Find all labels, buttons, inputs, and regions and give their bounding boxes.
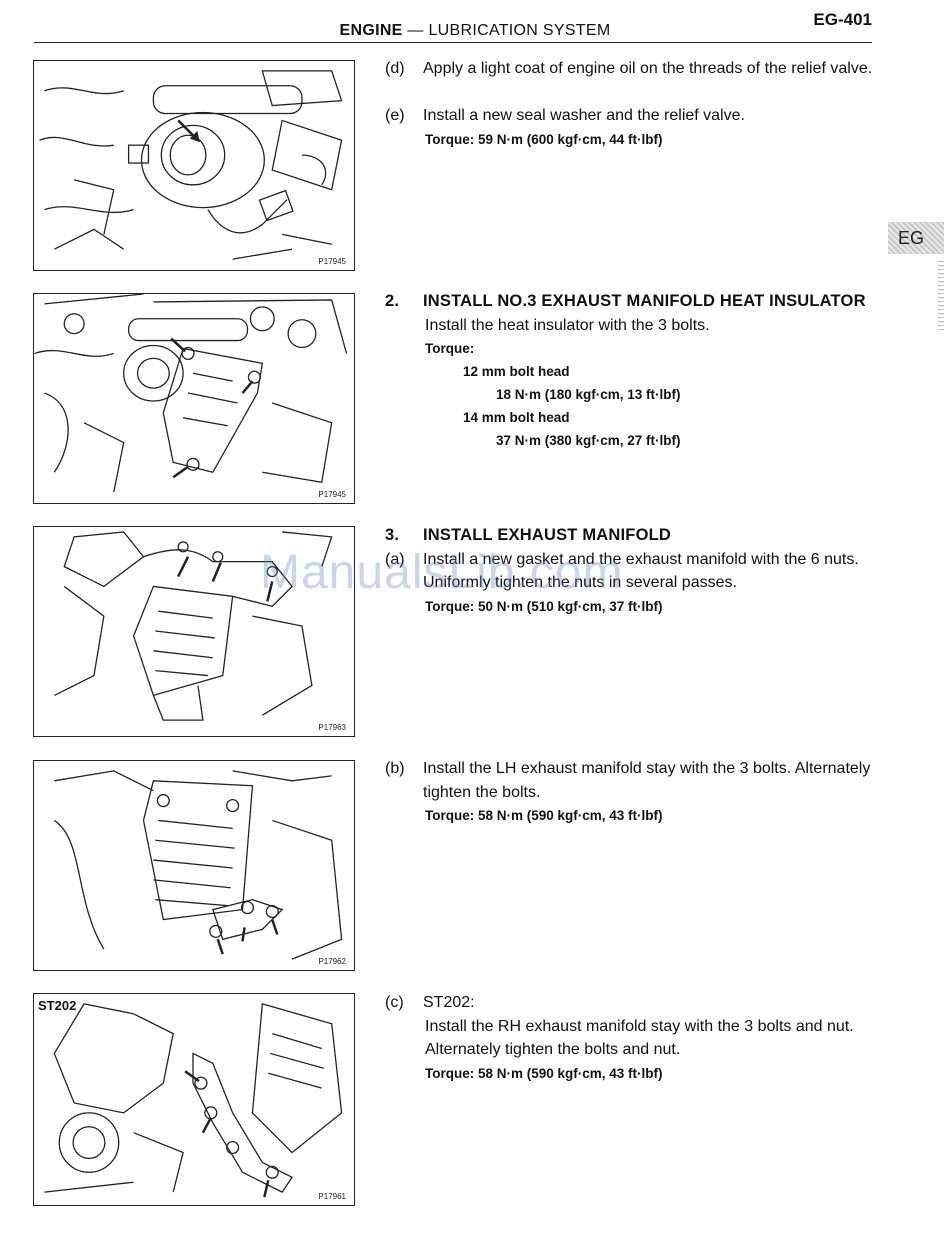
step-text: Install a new seal washer and the relief…: [423, 107, 745, 124]
rh-stay-illustration: [44, 1003, 343, 1198]
exhaust-manifold-illustration: [54, 531, 333, 721]
figure-code: P17963: [318, 723, 346, 732]
step-marker: (d): [385, 60, 405, 77]
step-3c-block: (c) ST202: Install the RH exhaust manifo…: [385, 991, 885, 1085]
step-marker: (e): [385, 107, 405, 124]
step-marker: (c): [385, 994, 404, 1011]
bolt-12mm-torque: 18 N·m (180 kgf·cm, 13 ft·lbf): [496, 387, 681, 402]
figure-code: P17945: [318, 257, 346, 266]
header-dash: —: [407, 22, 424, 39]
model-name: ST202:: [423, 994, 475, 1011]
step-text: Install a new gasket and the exhaust man…: [423, 550, 859, 592]
page-header: ENGINE — LUBRICATION SYSTEM: [0, 22, 950, 40]
step-heading: INSTALL NO.3 EXHAUST MANIFOLD HEAT INSUL…: [423, 292, 866, 310]
figure-heat-insulator: P17945: [33, 293, 355, 504]
page-number: EG-401: [813, 10, 872, 29]
step-text: Install the LH exhaust manifold stay wit…: [423, 760, 871, 801]
figure-code: P17961: [318, 1192, 346, 1201]
bolt-14mm-torque: 37 N·m (380 kgf·cm, 27 ft·lbf): [496, 433, 681, 448]
step-text: Apply a light coat of engine oil on the …: [423, 60, 873, 77]
heat-insulator-illustration: [34, 294, 348, 493]
watermark: ManualsLib.com: [260, 546, 624, 599]
step-d-block: (d) Apply a light coat of engine oil on …: [385, 57, 885, 81]
bolt-12mm-label: 12 mm bolt head: [463, 364, 570, 379]
step-marker: (a): [385, 550, 405, 568]
figure-exhaust-manifold: P17963: [33, 526, 355, 737]
step-marker: 3.: [385, 526, 400, 544]
step-3b-block: (b) Install the LH exhaust manifold stay…: [385, 757, 885, 827]
figure-relief-valve: P17945: [33, 60, 355, 271]
lh-stay-illustration: [53, 770, 343, 960]
figure-rh-stay: ST202 P17961: [33, 993, 355, 1206]
torque-label: Torque:: [425, 341, 475, 356]
step-e-block: (e) Install a new seal washer and the re…: [385, 104, 885, 151]
figure-code: P17962: [318, 957, 346, 966]
subsection-title: LUBRICATION SYSTEM: [428, 22, 611, 39]
torque-spec: Torque: 50 N·m (510 kgf·cm, 37 ft·lbf): [425, 598, 663, 614]
relief-valve-illustration: [39, 70, 343, 260]
step-marker: (b): [385, 760, 405, 777]
step-text: Install the heat insulator with the 3 bo…: [425, 316, 710, 334]
header-rule: [34, 42, 872, 43]
step-heading: INSTALL EXHAUST MANIFOLD: [423, 526, 672, 544]
model-label: ST202: [38, 998, 77, 1013]
figure-lh-stay: P17962: [33, 760, 355, 971]
step-2-block: 2. INSTALL NO.3 EXHAUST MANIFOLD HEAT IN…: [385, 290, 885, 452]
edge-marks: [938, 260, 944, 330]
torque-spec: Torque: 58 N·m (590 kgf·cm, 43 ft·lbf): [425, 1065, 663, 1081]
step-3-block: 3. INSTALL EXHAUST MANIFOLD (a) Install …: [385, 524, 885, 618]
section-title: ENGINE: [339, 22, 403, 39]
section-tab: EG: [888, 222, 944, 254]
bolt-14mm-label: 14 mm bolt head: [463, 410, 570, 425]
step-text: Install the RH exhaust manifold stay wit…: [425, 1017, 854, 1059]
step-marker: 2.: [385, 292, 400, 310]
torque-spec: Torque: 59 N·m (600 kgf·cm, 44 ft·lbf): [425, 131, 663, 147]
torque-spec: Torque: 58 N·m (590 kgf·cm, 43 ft·lbf): [425, 808, 663, 823]
figure-code: P17945: [318, 490, 346, 499]
